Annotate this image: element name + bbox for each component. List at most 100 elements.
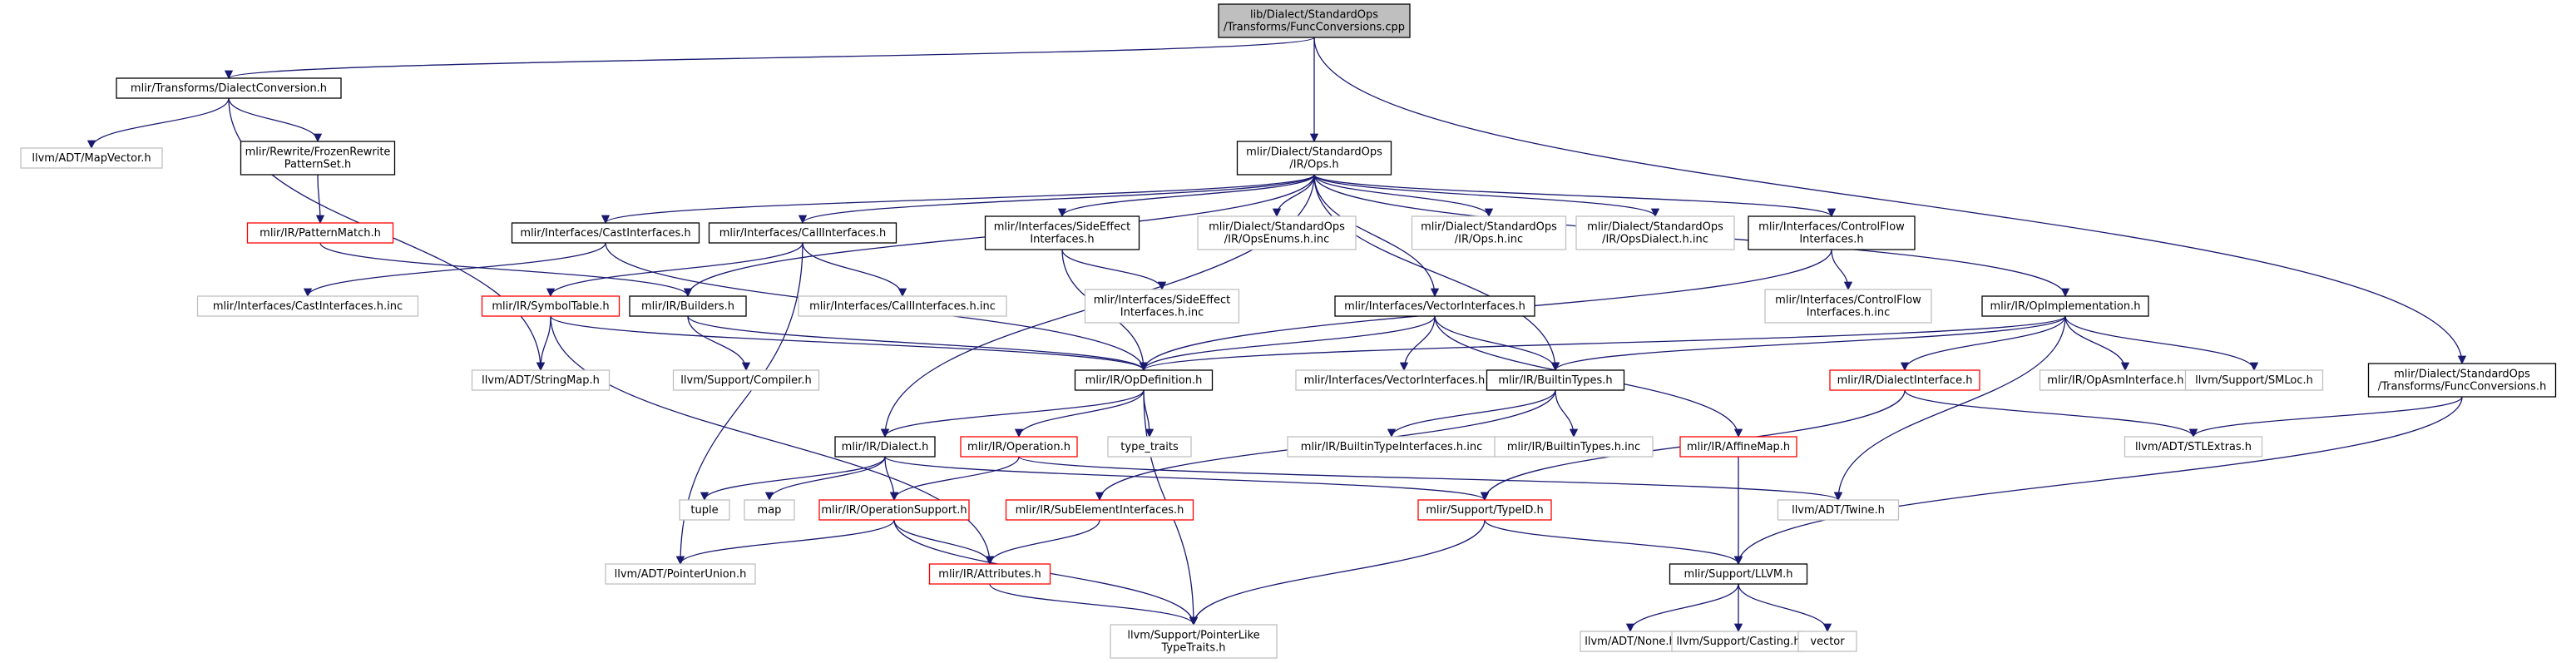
edge-callinterfaces-to-callinc <box>802 242 907 298</box>
node-builders[interactable]: mlir/IR/Builders.h <box>629 295 747 317</box>
node-ops[interactable]: mlir/Dialect/StandardOps/IR/Ops.h <box>1236 141 1392 176</box>
node-box <box>798 295 1007 317</box>
edge-opimplementation-to-twine <box>1833 315 2066 502</box>
node-box <box>1417 499 1552 521</box>
node-affinemap[interactable]: mlir/IR/AffineMap.h <box>1679 436 1797 458</box>
node-patternmatch[interactable]: mlir/IR/PatternMatch.h <box>246 222 394 244</box>
node-box <box>1197 215 1357 250</box>
node-label-line: mlir/Dialect/StandardOps <box>2394 369 2530 381</box>
node-opasminc: mlir/IR/OpAsmInterface.h.inc <box>2039 369 2212 391</box>
node-smloc: llvm/Support/SMLoc.h <box>2184 369 2324 391</box>
edge-vectorinterfaces-to-vectorinc <box>1399 315 1436 372</box>
node-castinterfaces[interactable]: mlir/Interfaces/CastInterfaces.h <box>511 222 700 244</box>
node-controlflowinc: mlir/Interfaces/ControlFlowInterfaces.h.… <box>1764 289 1932 324</box>
node-root[interactable]: lib/Dialect/StandardOps/Transforms/FuncC… <box>1218 3 1411 38</box>
edge-ops-to-vectorinterfaces <box>1313 174 1440 298</box>
edge-ops-to-callinterfaces <box>798 174 1315 225</box>
node-label-line: lib/Dialect/StandardOps <box>1250 9 1378 22</box>
edge-opimplementation-to-opasminc <box>2064 315 2130 372</box>
node-label-line: PatternSet.h <box>284 159 352 171</box>
edge-operation-to-operationsupport <box>889 456 1020 502</box>
edge-ops-to-builtintypes <box>1313 174 1560 372</box>
edge-root-to-dialectconversion <box>225 37 1315 80</box>
node-label-line: mlir/Dialect/StandardOps <box>1246 146 1382 159</box>
edge-opimplementation-to-opdefinition <box>1140 315 2066 372</box>
node-dialectinterface[interactable]: mlir/IR/DialectInterface.h <box>1829 369 1980 391</box>
node-box <box>834 436 936 458</box>
edge-funcconvh-to-llvmh <box>1733 396 2463 566</box>
node-label-line: mlir/Interfaces/SideEffect <box>994 221 1131 234</box>
node-llvmh[interactable]: mlir/Support/LLVM.h <box>1669 563 1808 585</box>
node-builtintypes[interactable]: mlir/IR/BuiltinTypes.h <box>1486 369 1625 391</box>
node-casting: llvm/Support/Casting.h <box>1671 631 1806 652</box>
node-label-line: mlir/IR/BuiltinTypeInterfaces.h.inc <box>1301 441 1483 453</box>
node-box <box>1575 215 1735 250</box>
edge-ops-to-opsinc <box>1313 174 1494 218</box>
node-box <box>1494 436 1654 458</box>
node-label-line: mlir/Support/TypeID.h <box>1426 504 1543 517</box>
node-opsdialect: mlir/Dialect/StandardOps/IR/OpsDialect.h… <box>1575 215 1735 250</box>
node-box <box>1829 369 1980 391</box>
node-opsinc: mlir/Dialect/StandardOps/IR/Ops.h.inc <box>1411 215 1567 250</box>
node-label-line: mlir/Dialect/StandardOps <box>1209 221 1345 234</box>
node-label-line: llvm/ADT/None.h <box>1585 636 1675 648</box>
node-label-line: tuple <box>690 504 718 517</box>
node-box <box>708 222 897 244</box>
node-callinterfaces[interactable]: mlir/Interfaces/CallInterfaces.h <box>708 222 897 244</box>
edge-vectorinterfaces-to-builtintypes <box>1434 315 1560 372</box>
node-label-line: llvm/ADT/MapVector.h <box>32 152 151 165</box>
node-label-line: mlir/Interfaces/CastInterfaces.h.inc <box>213 300 403 313</box>
edge-funcconvh-to-stlextras <box>2188 396 2463 438</box>
node-box <box>1981 295 2149 317</box>
node-box <box>1669 563 1808 585</box>
edge-dialect-to-typeid <box>884 456 1489 502</box>
node-opdefinition[interactable]: mlir/IR/OpDefinition.h <box>1074 369 1214 391</box>
node-operationsupport[interactable]: mlir/IR/OperationSupport.h <box>818 499 970 521</box>
node-symboltable[interactable]: mlir/IR/SymbolTable.h <box>481 295 621 317</box>
edge-dialectconversion-to-frozenrewrite <box>228 97 323 143</box>
node-label-line: type_traits <box>1120 441 1179 453</box>
edge-operation-to-twine <box>1018 456 1842 502</box>
edge-ops-to-sideeffect <box>1057 174 1315 218</box>
node-operation[interactable]: mlir/IR/Operation.h <box>960 436 1078 458</box>
node-opimplementation[interactable]: mlir/IR/OpImplementation.h <box>1981 295 2149 317</box>
node-funcconvh[interactable]: mlir/Dialect/StandardOps/Transforms/Func… <box>2367 363 2557 398</box>
node-label-line: vector <box>1810 636 1845 648</box>
node-mapvector: llvm/ADT/MapVector.h <box>20 147 163 169</box>
edge-opdefinition-to-operation <box>1014 389 1145 438</box>
node-box <box>116 77 342 99</box>
edge-ops-to-controlflow <box>1313 174 1836 218</box>
node-label-line: llvm/ADT/STLExtras.h <box>2135 441 2252 453</box>
node-box <box>1287 436 1496 458</box>
edge-opdefinition-to-dialect <box>880 389 1145 438</box>
node-box <box>1236 141 1392 176</box>
node-vectorinterfaces[interactable]: mlir/Interfaces/VectorInterfaces.h <box>1334 295 1535 317</box>
node-label-line: mlir/IR/Builders.h <box>641 300 734 313</box>
edge-opimplementation-to-dialectinterface <box>1900 315 2066 372</box>
edge-builders-to-opdefinition <box>687 315 1149 372</box>
node-box <box>744 499 795 521</box>
node-box <box>511 222 700 244</box>
nodes-layer: lib/Dialect/StandardOps/Transforms/FuncC… <box>20 3 2557 659</box>
edge-attributes-to-pointerliketypetraits <box>989 583 1199 626</box>
edge-symboltable-to-stringmap <box>536 315 551 372</box>
node-attributes[interactable]: mlir/IR/Attributes.h <box>928 563 1051 585</box>
node-subelement[interactable]: mlir/IR/SubElementInterfaces.h <box>1005 499 1194 521</box>
node-label-line: Interfaces.h.inc <box>1807 307 1890 319</box>
node-typeid[interactable]: mlir/Support/TypeID.h <box>1417 499 1552 521</box>
node-label-line: mlir/Dialect/StandardOps <box>1587 221 1723 234</box>
node-label-line: llvm/ADT/StringMap.h <box>482 374 600 387</box>
node-label-line: llvm/Support/PointerLike <box>1127 630 1259 642</box>
node-box <box>1110 624 1278 659</box>
edge-dialectconversion-to-mapvector <box>87 97 230 150</box>
node-label-line: mlir/IR/BuiltinTypes.h.inc <box>1507 441 1640 453</box>
node-map: map <box>744 499 795 521</box>
edge-opimplementation-to-builtintypes <box>1550 315 2066 372</box>
node-box <box>960 436 1078 458</box>
node-box <box>2184 369 2324 391</box>
node-dialectconversion[interactable]: mlir/Transforms/DialectConversion.h <box>116 77 342 99</box>
node-dialect[interactable]: mlir/IR/Dialect.h <box>834 436 936 458</box>
